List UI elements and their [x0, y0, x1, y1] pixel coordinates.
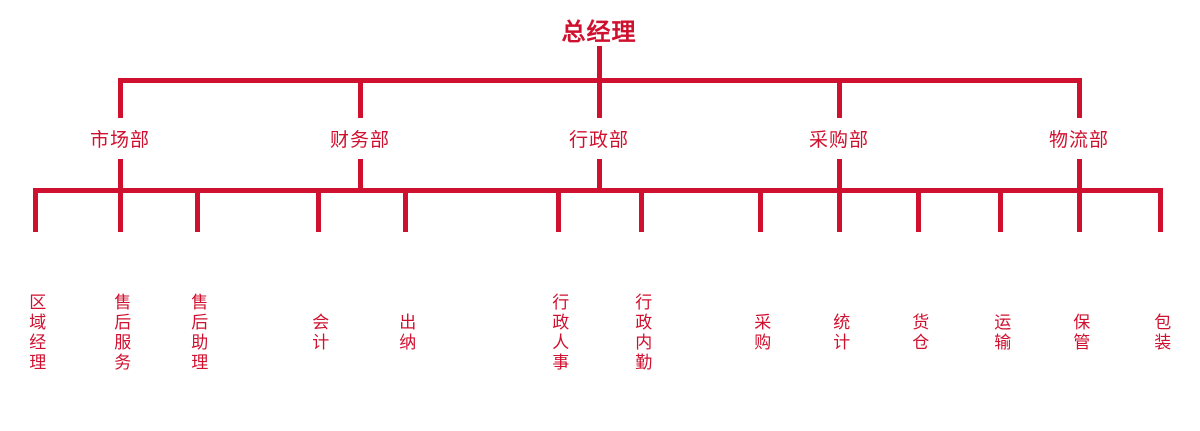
dept-drop-connector-caigoubu [837, 78, 842, 118]
dept-node-caigoubu[interactable]: 采购部 [808, 129, 870, 151]
position-drop-connector-shouhouzhuli [195, 188, 200, 232]
dept-drop-connector-wuliubu [1077, 78, 1082, 118]
position-node-baozhuang[interactable]: 包装 [1150, 313, 1171, 353]
position-node-caigou[interactable]: 采购 [750, 313, 771, 353]
position-node-tongji[interactable]: 统计 [829, 313, 850, 353]
position-drop-connector-xingzhengneiqin [639, 188, 644, 232]
position-drop-connector-shouhoufuwu [118, 188, 123, 232]
position-drop-connector-caigou [758, 188, 763, 232]
root-stem-connector [597, 46, 602, 82]
dept-riser-connector-shichangbu [118, 159, 123, 192]
dept-riser-connector-wuliubu [1077, 159, 1082, 192]
position-drop-connector-yunshu [998, 188, 1003, 232]
position-drop-connector-tongji [837, 188, 842, 232]
root-node-label: 总经理 [561, 18, 637, 46]
position-node-shouhouzhuli[interactable]: 售后助理 [187, 293, 208, 373]
position-drop-connector-baozhuang [1158, 188, 1163, 232]
position-node-quyujingli[interactable]: 区域经理 [25, 293, 46, 373]
position-drop-connector-xingzhengrenshi [556, 188, 561, 232]
dept-node-shichangbu[interactable]: 市场部 [89, 129, 151, 151]
position-node-huocang[interactable]: 货仓 [908, 313, 929, 353]
dept-riser-connector-caiwubu [358, 159, 363, 192]
dept-node-xingzhengbu[interactable]: 行政部 [568, 129, 630, 151]
position-node-yunshu[interactable]: 运输 [990, 313, 1011, 353]
position-node-chuna[interactable]: 出纳 [395, 313, 416, 353]
position-drop-connector-kuaiji [316, 188, 321, 232]
position-drop-connector-quyujingli [33, 188, 38, 232]
position-node-shouhoufuwu[interactable]: 售后服务 [110, 293, 131, 373]
dept-drop-connector-shichangbu [118, 78, 123, 118]
dept-drop-connector-caiwubu [358, 78, 363, 118]
position-node-xingzhengrenshi[interactable]: 行政人事 [548, 293, 569, 373]
position-node-kuaiji[interactable]: 会计 [308, 313, 329, 353]
dept-riser-connector-caigoubu [837, 159, 842, 192]
position-drop-connector-huocang [916, 188, 921, 232]
position-node-xingzhengneiqin[interactable]: 行政内勤 [631, 293, 652, 373]
dept-node-wuliubu[interactable]: 物流部 [1048, 129, 1110, 151]
position-drop-connector-baoguan [1077, 188, 1082, 232]
dept-node-caiwubu[interactable]: 财务部 [329, 129, 391, 151]
position-drop-connector-chuna [403, 188, 408, 232]
bottom-bus-connector [33, 188, 1162, 193]
dept-riser-connector-xingzhengbu [597, 159, 602, 192]
dept-drop-connector-xingzhengbu [597, 78, 602, 118]
position-node-baoguan[interactable]: 保管 [1069, 313, 1090, 353]
